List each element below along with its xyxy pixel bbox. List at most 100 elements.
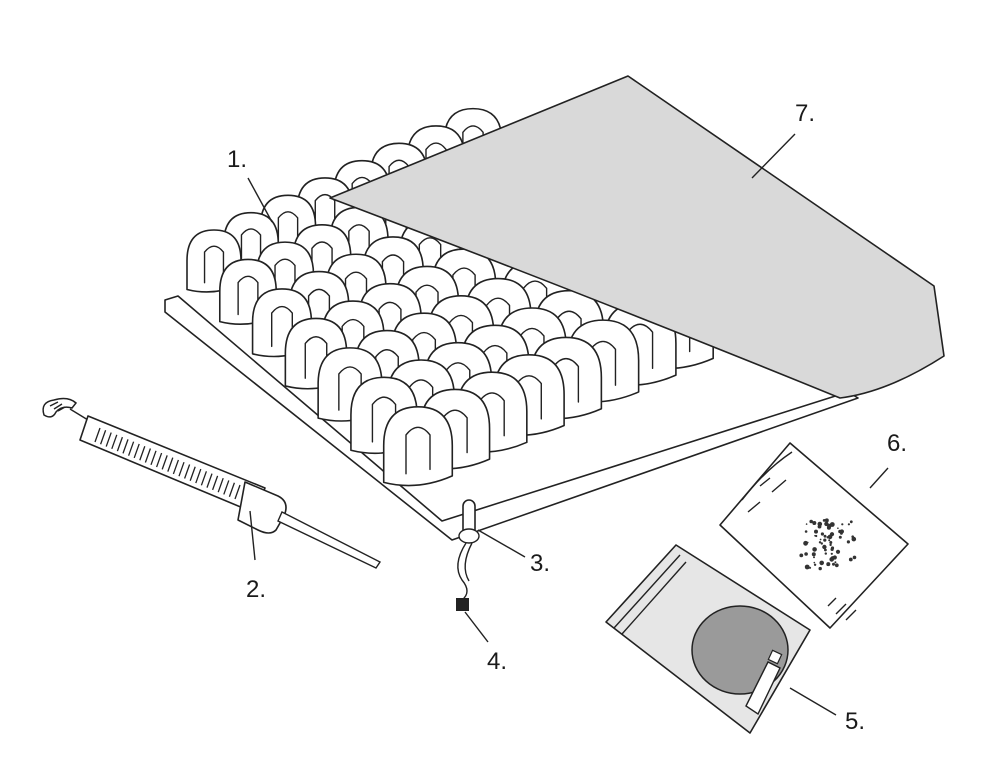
speckle-dot (813, 556, 815, 559)
pump-rib (139, 446, 146, 461)
inflation-valve (457, 499, 480, 601)
pump-rib (150, 450, 157, 466)
pump-rib (155, 452, 163, 468)
leader-line-2 (249, 510, 256, 561)
air-cell-groove (270, 305, 294, 348)
pump-rib (217, 477, 224, 493)
air-cell-groove (415, 284, 439, 329)
leader-line-4 (464, 611, 489, 643)
pump-rib (189, 466, 196, 481)
speckle-dot (838, 535, 842, 539)
pump-rib (116, 436, 124, 452)
air-cell-groove (307, 288, 331, 331)
speckle-dot (814, 529, 818, 534)
valve-cap (456, 598, 469, 611)
speckle-dot (824, 548, 827, 552)
speckle-dot (828, 539, 831, 542)
pump-rib (234, 484, 241, 500)
air-cell-groove (341, 318, 365, 363)
air-cell-groove (203, 245, 225, 284)
speckle-dot (834, 561, 837, 564)
speckle-dot (823, 538, 827, 542)
speckle-dot (804, 564, 810, 570)
speckle-dot (830, 547, 834, 552)
air-cell-groove (448, 314, 474, 361)
speckle-dot (811, 552, 816, 557)
pump-rib (111, 434, 118, 450)
pump-rib (172, 459, 180, 475)
speckle-dot (819, 560, 824, 566)
air-cell-groove (348, 224, 370, 265)
speckle-dot (830, 552, 833, 555)
air-cell-groove (338, 366, 362, 411)
air-cell-groove (381, 254, 405, 297)
leader-lines (247, 133, 889, 716)
label-1-air-cells: 1. (227, 146, 248, 173)
leader-line-3 (477, 529, 526, 558)
air-cell (382, 406, 454, 487)
speckle-dot (835, 549, 841, 554)
booklet-printed-graphic (799, 518, 857, 571)
pump-rib (133, 443, 140, 459)
speckle-dot (803, 540, 808, 546)
air-cell-groove (314, 193, 336, 233)
instruction-booklet (719, 442, 909, 629)
speckle-dot (818, 541, 822, 544)
pump-grip-ribs (94, 427, 241, 500)
speckle-dot (829, 541, 833, 544)
air-cell-groove (240, 228, 262, 267)
speckle-dot (837, 527, 839, 529)
speckle-dot (804, 530, 808, 533)
speckle-dot (846, 540, 851, 544)
air-cell-groove (378, 301, 402, 346)
speckle-dot (827, 523, 832, 529)
pump-rib (94, 427, 101, 443)
speckle-dot (823, 534, 827, 538)
speckle-dot (815, 534, 818, 538)
speckle-dot (812, 521, 817, 525)
pump-rib (105, 432, 112, 447)
speckle-dot (849, 520, 853, 524)
speckle-dot (812, 547, 817, 552)
air-cell-groove (462, 125, 484, 166)
speckle-dot (805, 523, 808, 525)
label-3-valve: 3. (530, 550, 551, 577)
adhesive-tube (745, 661, 781, 716)
speckle-dot (852, 555, 857, 560)
speckle-dot (826, 536, 829, 539)
speckle-dot (813, 561, 816, 564)
speckle-dot (829, 543, 832, 547)
speckle-dot (822, 544, 827, 550)
air-cell-groove (237, 275, 259, 316)
cushion-cover (329, 75, 945, 399)
air-cell-groove (304, 336, 328, 379)
air-cell-groove (411, 331, 437, 378)
speckle-dot (799, 553, 804, 558)
speckle-dot (809, 519, 813, 524)
air-cell-groove (274, 258, 296, 299)
speckle-dot (804, 552, 808, 556)
pump-rib (99, 430, 107, 445)
air-cell-groove (425, 142, 447, 183)
leader-line-5 (789, 687, 837, 716)
pump-rib (195, 468, 202, 484)
pump-rib (183, 464, 191, 479)
air-cell-groove (375, 349, 399, 394)
speckle-dot (818, 566, 822, 571)
pump-rib (200, 471, 208, 486)
pump-rib (122, 439, 129, 454)
speckle-dot (820, 542, 823, 545)
label-2-hand-pump: 2. (246, 576, 267, 603)
label-6-booklet: 6. (887, 430, 908, 457)
speckle-dot (832, 562, 835, 566)
speckle-dot (847, 523, 851, 526)
speckle-dot (826, 564, 829, 566)
label-7-cover: 7. (795, 100, 816, 127)
speckle-dot (820, 532, 825, 536)
leader-line-7 (751, 133, 796, 179)
speckle-dot (824, 518, 829, 523)
repair-kit-pouch (605, 544, 811, 734)
air-cell-groove (452, 267, 476, 312)
speckle-dot (822, 519, 826, 522)
